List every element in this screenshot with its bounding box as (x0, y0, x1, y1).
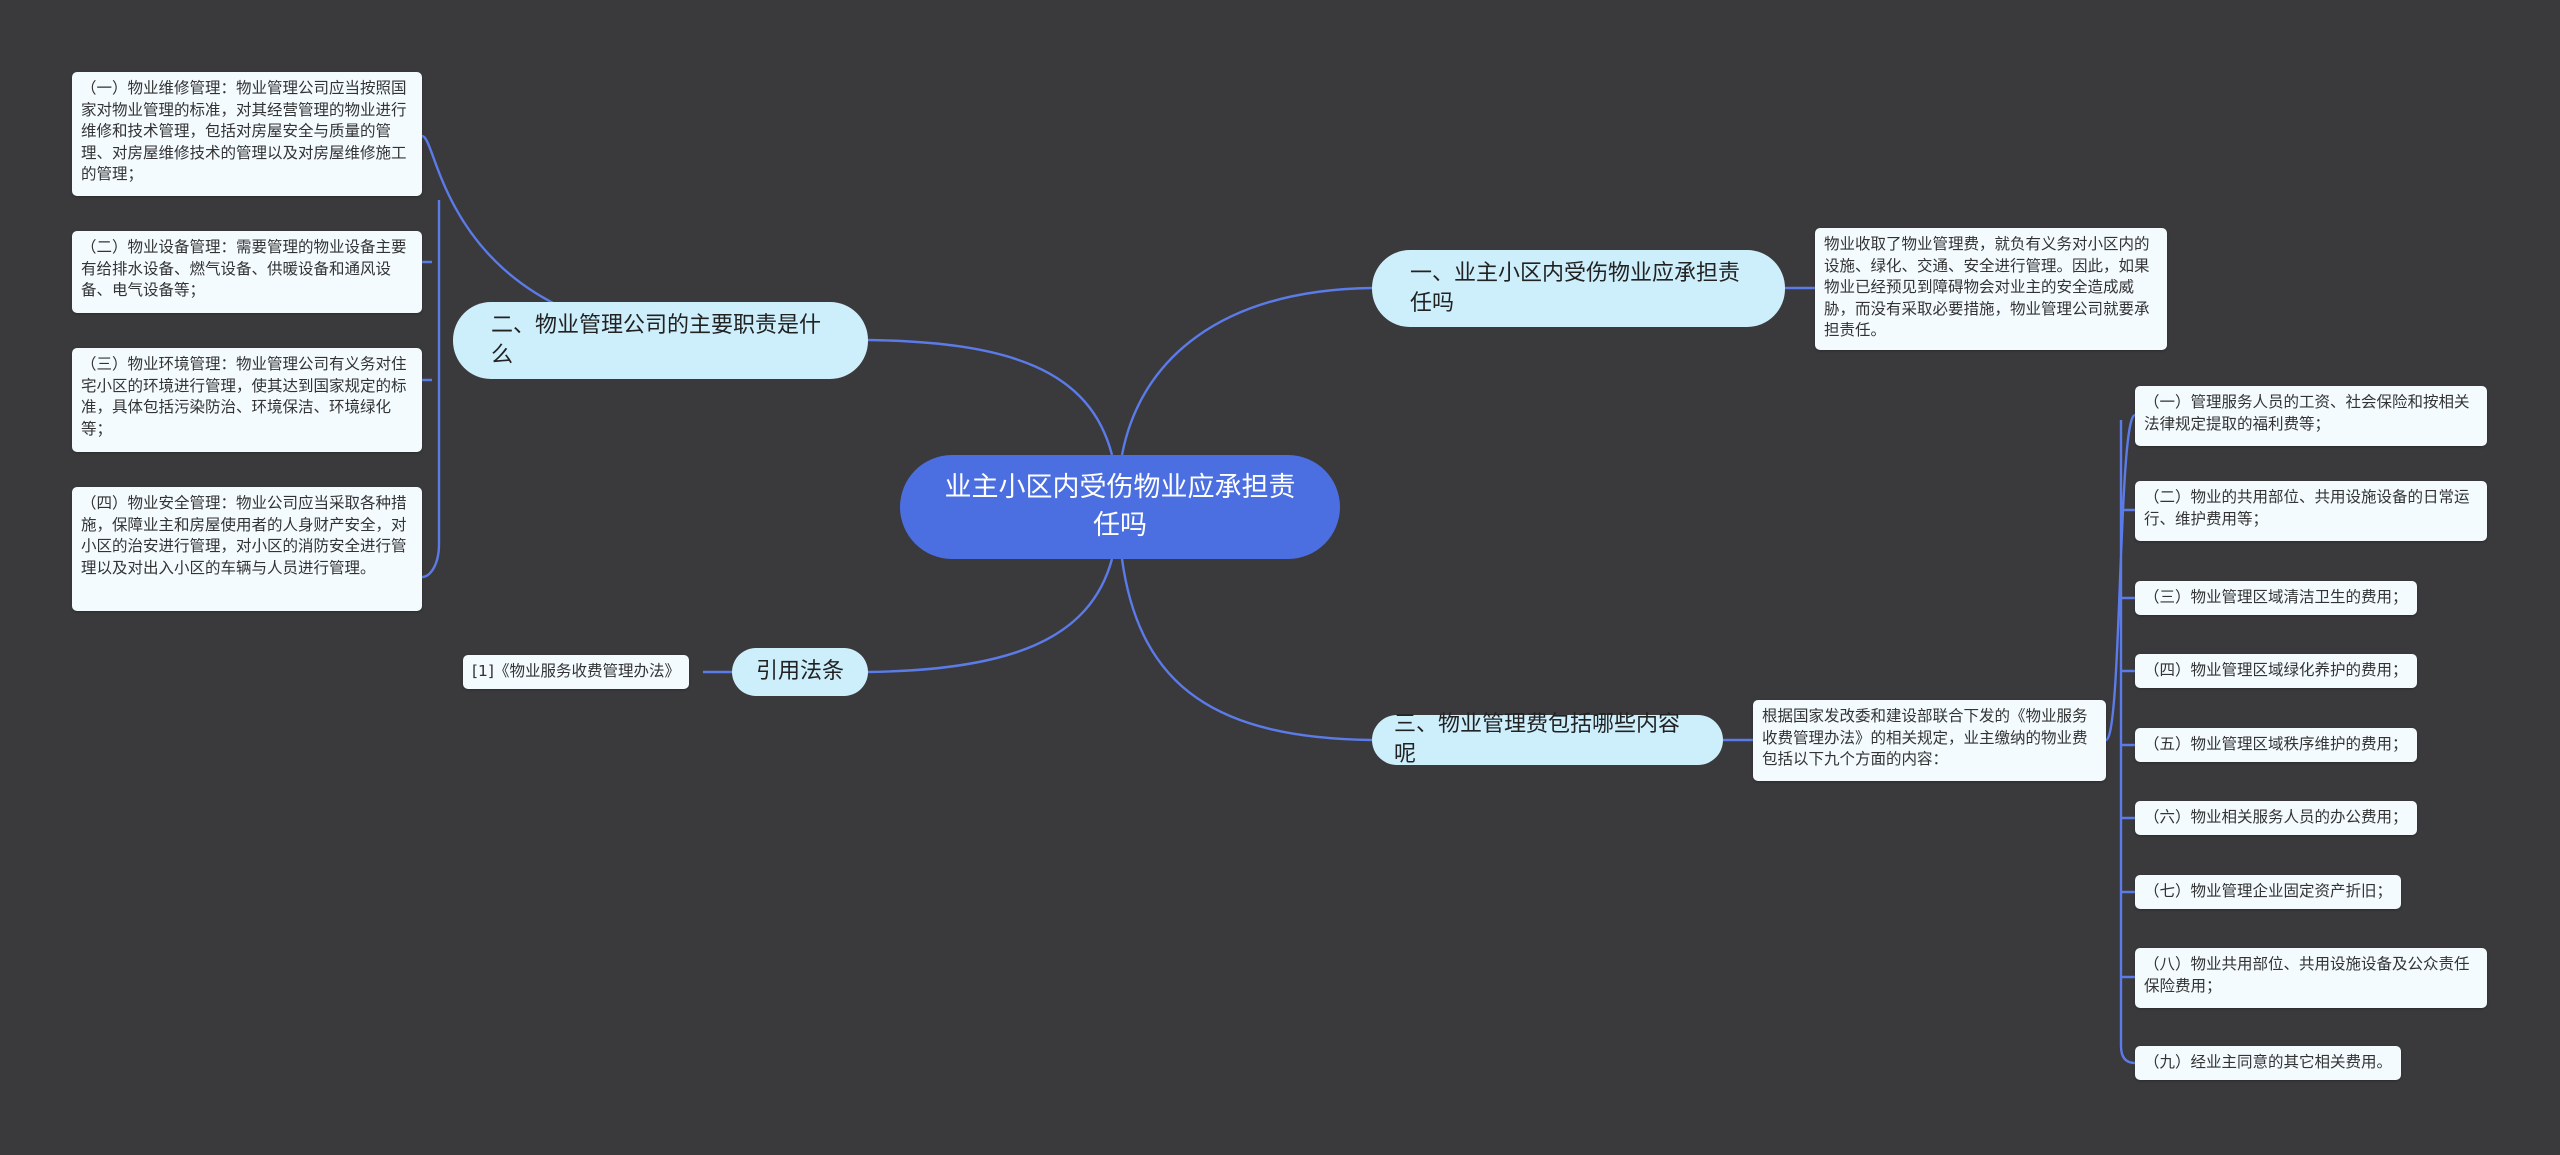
leaf-t2-item-4: （四）物业安全管理：物业公司应当采取各种措施，保障业主和房屋使用者的人身财产安全… (72, 487, 422, 611)
topic-1-label: 一、业主小区内受伤物业应承担责任吗 (1410, 260, 1741, 316)
leaf-t3-intro: 根据国家发改委和建设部联合下发的《物业服务收费管理办法》的相关规定，业主缴纳的物… (1753, 700, 2106, 781)
leaf-t3-item-8-text: （八）物业共用部位、共用设施设备及公众责任保险费用； (2144, 955, 2470, 995)
root-topic-label: 业主小区内受伤物业应承担责任吗 (944, 472, 1296, 541)
leaf-t3-intro-text: 根据国家发改委和建设部联合下发的《物业服务收费管理办法》的相关规定，业主缴纳的物… (1762, 707, 2088, 768)
topic-2-label: 二、物业管理公司的主要职责是什么 (491, 312, 822, 368)
topic-4-label: 引用法条 (756, 659, 845, 684)
connector-root-t3 (1120, 558, 1373, 742)
leaf-t3-item-4-text: （四）物业管理区域绿化养护的费用； (2144, 661, 2408, 680)
leaf-t3-item-4: （四）物业管理区域绿化养护的费用； (2135, 654, 2417, 688)
connector-root-t1 (1120, 286, 1373, 456)
connector-t3-items (2104, 413, 2137, 1065)
root-topic[interactable]: 业主小区内受伤物业应承担责任吗 (900, 455, 1340, 559)
connector-t2-bracket (421, 134, 733, 579)
topic-node-2[interactable]: 二、物业管理公司的主要职责是什么 (453, 302, 868, 379)
leaf-t4-item-text: [1]《物业服务收费管理办法》 (472, 662, 680, 681)
leaf-t3-item-1-text: （一）管理服务人员的工资、社会保险和按相关法律规定提取的福利费等； (2144, 393, 2470, 433)
leaf-t3-item-2-text: （二）物业的共用部位、共用设施设备的日常运行、维护费用等； (2144, 488, 2470, 528)
leaf-t3-item-6-text: （六）物业相关服务人员的办公费用； (2144, 808, 2408, 827)
leaf-t3-item-2: （二）物业的共用部位、共用设施设备的日常运行、维护费用等； (2135, 481, 2487, 541)
leaf-t2-item-3-text: （三）物业环境管理：物业管理公司有义务对住宅小区的环境进行管理，使其达到国家规定… (81, 355, 407, 438)
topic-node-3[interactable]: 三、物业管理费包括哪些内容呢 (1372, 712, 1723, 767)
leaf-t3-item-3-text: （三）物业管理区域清洁卫生的费用； (2144, 588, 2408, 607)
leaf-t3-item-6: （六）物业相关服务人员的办公费用； (2135, 801, 2417, 835)
leaf-t3-item-9: （九）经业主同意的其它相关费用。 (2135, 1046, 2402, 1080)
topic-3-label: 三、物业管理费包括哪些内容呢 (1394, 712, 1681, 767)
leaf-t4-item: [1]《物业服务收费管理办法》 (463, 655, 689, 689)
topic-node-4[interactable]: 引用法条 (732, 648, 868, 696)
leaf-t3-item-3: （三）物业管理区域清洁卫生的费用； (2135, 581, 2417, 615)
leaf-t2-item-1-text: （一）物业维修管理：物业管理公司应当按照国家对物业管理的标准，对其经营管理的物业… (81, 79, 407, 183)
leaf-t1-detail: 物业收取了物业管理费，就负有义务对小区内的设施、绿化、交通、安全进行管理。因此，… (1815, 228, 2167, 350)
connector-root-t4 (867, 558, 1114, 674)
leaf-t3-item-8: （八）物业共用部位、共用设施设备及公众责任保险费用； (2135, 948, 2487, 1008)
leaf-t3-item-7-text: （七）物业管理企业固定资产折旧； (2144, 882, 2393, 901)
leaf-t2-item-3: （三）物业环境管理：物业管理公司有义务对住宅小区的环境进行管理，使其达到国家规定… (72, 348, 422, 452)
leaf-t3-item-9-text: （九）经业主同意的其它相关费用。 (2144, 1053, 2393, 1072)
leaf-t3-item-5: （五）物业管理区域秩序维护的费用； (2135, 728, 2417, 762)
leaf-t2-item-1: （一）物业维修管理：物业管理公司应当按照国家对物业管理的标准，对其经营管理的物业… (72, 72, 422, 196)
leaf-t1-detail-text: 物业收取了物业管理费，就负有义务对小区内的设施、绿化、交通、安全进行管理。因此，… (1824, 235, 2150, 339)
leaf-t3-item-7: （七）物业管理企业固定资产折旧； (2135, 875, 2402, 909)
leaf-t2-item-2: （二）物业设备管理：需要管理的物业设备主要有给排水设备、燃气设备、供暖设备和通风… (72, 231, 422, 313)
leaf-t3-item-1: （一）管理服务人员的工资、社会保险和按相关法律规定提取的福利费等； (2135, 386, 2487, 446)
topic-node-1[interactable]: 一、业主小区内受伤物业应承担责任吗 (1372, 250, 1785, 327)
leaf-t2-item-2-text: （二）物业设备管理：需要管理的物业设备主要有给排水设备、燃气设备、供暖设备和通风… (81, 238, 407, 299)
leaf-t3-item-5-text: （五）物业管理区域秩序维护的费用； (2144, 735, 2408, 754)
connector-root-t2 (867, 338, 1114, 456)
leaf-t2-item-4-text: （四）物业安全管理：物业公司应当采取各种措施，保障业主和房屋使用者的人身财产安全… (81, 494, 407, 577)
